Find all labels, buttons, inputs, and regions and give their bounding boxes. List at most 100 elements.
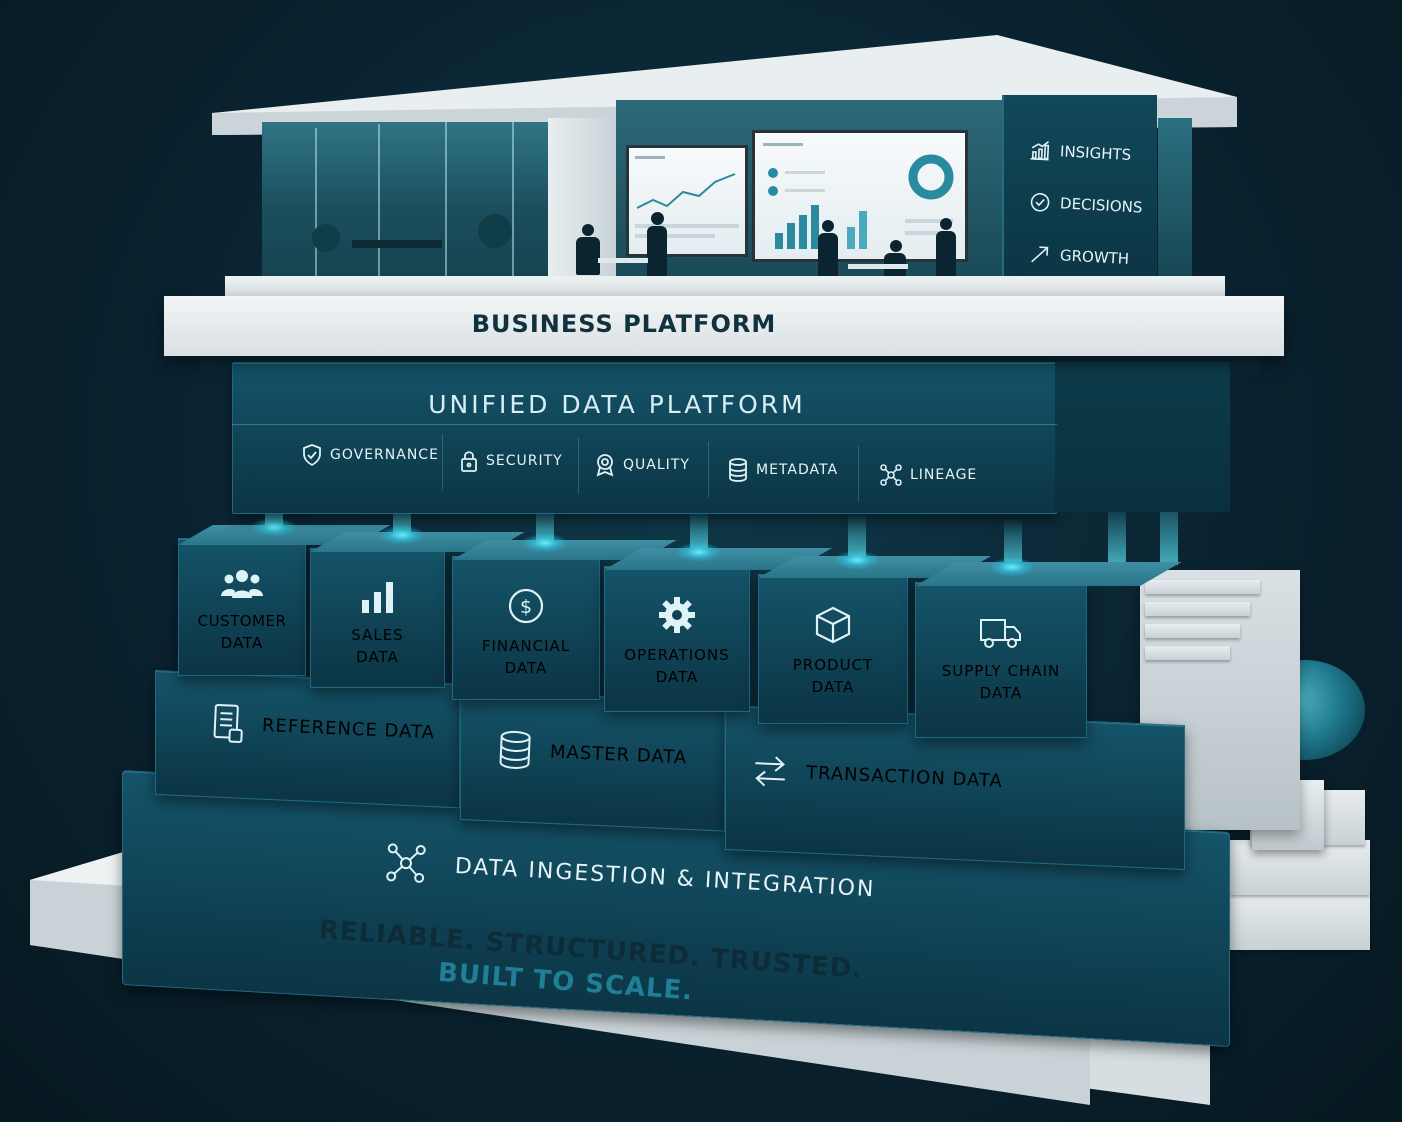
transaction-data-content: TRANSACTION DATA: [751, 748, 1073, 806]
domain-block-customer-glow: [252, 518, 296, 536]
insights-panel: [1002, 95, 1157, 295]
domain-block-financial-content: $ FINANCIAL DATA: [452, 587, 600, 687]
domain-block-supply-chain-glow: [990, 558, 1034, 576]
capability-governance: GOVERNANCE: [302, 440, 442, 470]
person-1-head: [582, 224, 594, 236]
capability-divider-2: [578, 438, 579, 494]
lock-icon: [460, 450, 478, 472]
domain-block-financial-glow: [523, 534, 567, 552]
building-floor-top: [225, 276, 1225, 298]
panel-glow-right: [1158, 118, 1192, 294]
line-chart-thumbnail: [635, 156, 739, 238]
domain-sales-line2: DATA: [356, 648, 399, 666]
capability-divider-1: [442, 434, 443, 490]
person-5-head: [940, 218, 952, 230]
upper-stair-4: [1145, 646, 1230, 660]
domain-financial-line1: FINANCIAL: [481, 637, 571, 655]
domain-supply-chain-line1: SUPPLY CHAIN: [941, 662, 1061, 680]
domain-block-customer-content: CUSTOMER DATA: [178, 568, 306, 668]
panel-growth-label: GROWTH: [1059, 246, 1130, 268]
arrow-up-right-icon: [1030, 244, 1051, 265]
domain-block-operations-content: OPERATIONS DATA: [604, 596, 750, 696]
dashboard-screen-left: [626, 145, 748, 257]
domain-product-line2: DATA: [811, 678, 855, 696]
capability-security: SECURITY: [460, 446, 580, 476]
upper-stair-2: [1145, 602, 1250, 616]
domain-block-supply-chain-content: SUPPLY CHAIN DATA: [915, 616, 1087, 716]
domain-product-line1: PRODUCT: [792, 656, 874, 674]
capability-lineage-label: LINEAGE: [910, 467, 978, 483]
business-platform-slab: [164, 296, 1284, 356]
gear-icon: [658, 596, 696, 634]
bar-chart-icon: [360, 580, 396, 614]
document-list-icon: [211, 703, 245, 744]
svg-text:$: $: [520, 596, 532, 618]
glass-mullion-1: [315, 128, 317, 286]
glass-mullion-4: [512, 118, 514, 286]
glass-meeting-room: [262, 122, 552, 292]
meeting-table: [352, 240, 442, 248]
network-icon: [384, 841, 428, 885]
capability-divider-3: [708, 442, 709, 498]
person-3-head: [822, 220, 834, 232]
connector-beam-6: [1004, 520, 1022, 564]
panel-item-decisions: DECISIONS: [1029, 189, 1155, 222]
unified-platform-divider: [232, 424, 1057, 425]
reference-data-label: REFERENCE DATA: [261, 714, 436, 743]
reference-data-content: REFERENCE DATA: [211, 701, 453, 755]
ingestion-label: DATA INGESTION & INTEGRATION: [454, 853, 877, 902]
person-4-head: [890, 240, 902, 252]
domain-customer-line2: DATA: [220, 634, 264, 652]
ingestion-content: DATA INGESTION & INTEGRATION: [383, 832, 985, 925]
swap-arrows-icon: [751, 752, 789, 790]
domain-block-supply-chain-top: [915, 562, 1182, 586]
domain-operations-line1: OPERATIONS: [624, 646, 730, 664]
domain-block-operations: [604, 566, 750, 712]
users-icon: [221, 568, 263, 600]
capability-security-label: SECURITY: [486, 453, 563, 469]
dashboard-screen-right: [752, 130, 968, 262]
unified-platform-title: UNIFIED DATA PLATFORM: [428, 390, 806, 419]
glass-mullion-3: [445, 120, 447, 286]
chart-trend-icon: [1030, 140, 1051, 161]
capability-divider-4: [858, 446, 859, 502]
domain-block-product-glow: [835, 551, 879, 569]
capability-quality: QUALITY: [595, 450, 705, 480]
panel-item-insights: INSIGHTS: [1029, 137, 1155, 170]
person-2-head: [651, 212, 664, 225]
panel-item-growth: GROWTH: [1029, 241, 1155, 274]
check-circle-icon: [1030, 192, 1051, 213]
upper-stair-1: [1145, 580, 1260, 594]
panel-insights-label: INSIGHTS: [1059, 142, 1132, 165]
connector-beam-4: [690, 510, 708, 550]
transaction-data-label: TRANSACTION DATA: [805, 761, 1004, 792]
plant-left: [312, 224, 340, 252]
truck-icon: [979, 616, 1023, 650]
domain-operations-line2: DATA: [655, 668, 699, 686]
connector-beam-7: [1108, 505, 1126, 565]
network-icon: [880, 464, 902, 486]
database-icon: [728, 458, 748, 482]
person-1-body: [576, 237, 600, 275]
capability-metadata-label: METADATA: [756, 462, 839, 478]
unified-platform-band: [232, 362, 1057, 514]
cube-icon: [815, 606, 851, 644]
domain-customer-line1: CUSTOMER: [197, 612, 287, 630]
desk-left: [598, 258, 648, 263]
domain-block-sales-glow: [380, 526, 424, 544]
capability-lineage: LINEAGE: [880, 460, 1010, 490]
capability-metadata: METADATA: [728, 455, 858, 485]
master-data-content: MASTER DATA: [497, 727, 719, 781]
master-data-label: MASTER DATA: [549, 740, 688, 768]
domain-block-supply-chain: [915, 582, 1087, 738]
panel-decisions-label: DECISIONS: [1059, 194, 1143, 217]
connector-beam-5: [848, 515, 866, 557]
domain-sales-line1: SALES: [351, 626, 404, 644]
bar-chart-thumbnail: [763, 143, 954, 249]
dollar-icon: $: [507, 587, 545, 625]
domain-block-product-content: PRODUCT DATA: [758, 606, 908, 706]
database-icon: [497, 729, 533, 770]
capability-governance-label: GOVERNANCE: [330, 447, 439, 463]
unified-platform-side: [1055, 362, 1230, 512]
domain-supply-chain-line2: DATA: [979, 684, 1023, 702]
